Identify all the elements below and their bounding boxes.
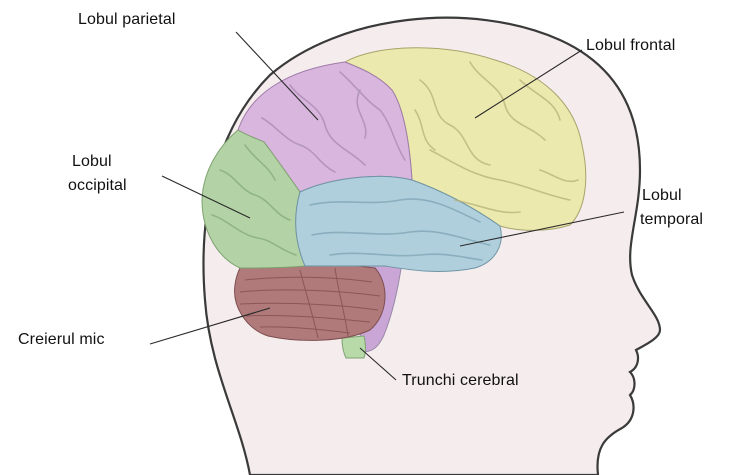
label-frontal-lobe: Lobul frontal xyxy=(586,36,675,56)
label-temporal-lobe-line1: Lobul xyxy=(642,186,682,206)
label-occipital-lobe-line2: occipital xyxy=(68,176,127,196)
label-parietal-lobe: Lobul parietal xyxy=(78,10,175,30)
label-cerebellum: Creierul mic xyxy=(18,330,105,350)
label-occipital-lobe-line1: Lobul xyxy=(72,152,112,172)
label-temporal-lobe-line2: temporal xyxy=(640,210,703,230)
label-brainstem: Trunchi cerebral xyxy=(402,371,519,391)
brainstem-base xyxy=(342,336,366,358)
